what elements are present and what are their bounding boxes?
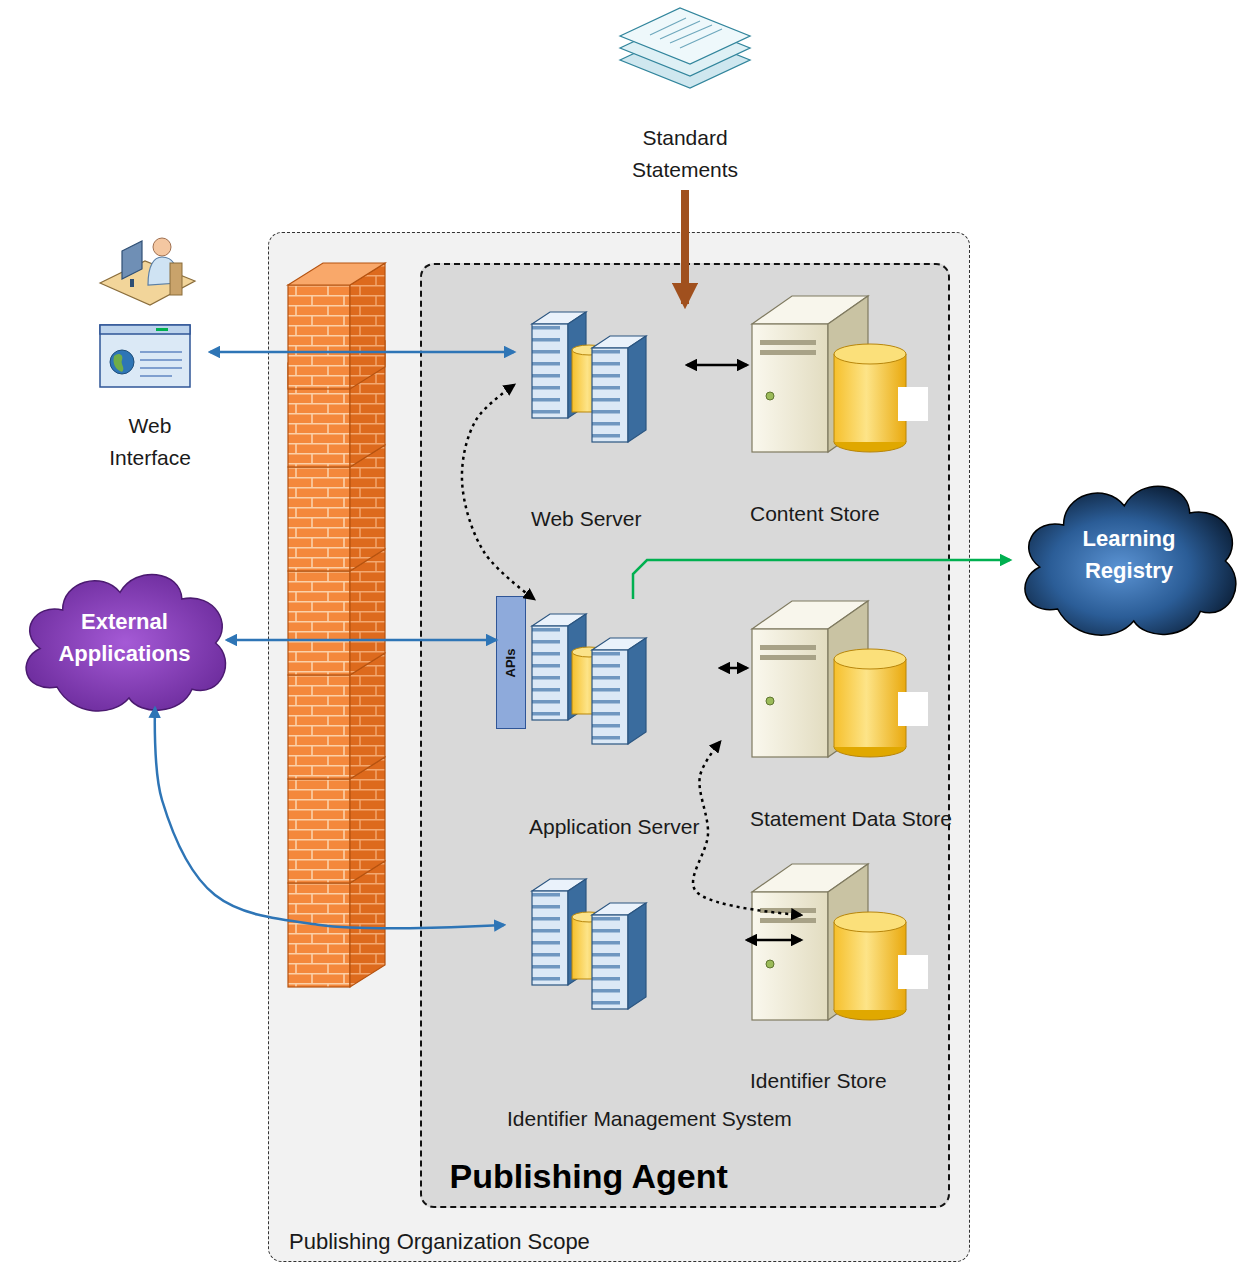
node-label: Identifier Management System <box>507 1103 794 1135</box>
database-server-icon <box>752 601 928 757</box>
document-stack-icon <box>620 8 750 88</box>
region-title: Publishing Organization Scope <box>289 1227 590 1257</box>
cloud-shape <box>1025 486 1236 635</box>
node-label: External Applications <box>45 606 205 670</box>
drawing-part <box>288 263 385 285</box>
connector <box>681 190 689 304</box>
firewall <box>288 263 385 987</box>
api-bar: APIs <box>496 596 526 729</box>
drawing-part <box>288 263 385 389</box>
drawing-part <box>100 325 190 387</box>
cloud-outline <box>12 555 237 720</box>
connector <box>687 364 747 367</box>
connector <box>693 742 801 915</box>
node-label: Application Server <box>529 811 701 843</box>
connector <box>633 560 1010 599</box>
database-server-icon <box>752 296 928 452</box>
connector <box>462 385 534 599</box>
drawing-part <box>110 350 134 374</box>
node-label: Web Server <box>531 503 644 535</box>
database-server-icon <box>752 864 928 1020</box>
drawing-part <box>122 241 142 279</box>
connector-group <box>155 190 1010 940</box>
web-server-icon <box>532 312 646 442</box>
drawing-part <box>620 8 750 64</box>
node-label: Content Store <box>750 498 882 530</box>
drawing-part <box>113 354 123 372</box>
connector <box>747 939 801 942</box>
node-label: Web Interface <box>95 410 205 474</box>
connector <box>720 667 747 670</box>
cloud-node: Learning Registry <box>1010 465 1248 645</box>
connector <box>155 708 504 928</box>
drawing-part <box>650 18 722 48</box>
node-label: Learning Registry <box>1059 523 1199 587</box>
connector <box>227 639 496 642</box>
node-label: Identifier Store <box>750 1065 889 1097</box>
application-server-icon <box>532 614 646 744</box>
region-title: Publishing Agent <box>450 1156 728 1196</box>
drawing-part <box>156 328 168 331</box>
drawing-part <box>170 263 182 295</box>
node-label: APIs <box>503 648 519 677</box>
user-at-desk-icon <box>100 238 195 305</box>
node-label: Standard Statements <box>620 122 750 186</box>
drawing-part <box>100 325 190 334</box>
drawing-part <box>153 238 171 256</box>
drawing-part <box>140 352 182 376</box>
identifier-server-icon <box>532 879 646 1009</box>
cloud-shape <box>26 574 225 711</box>
connector <box>210 351 514 354</box>
node-label: Statement Data Store <box>750 803 954 835</box>
cloud-node: External Applications <box>12 555 237 720</box>
drawing-part <box>130 279 134 287</box>
cloud-outline <box>1010 465 1248 645</box>
browser-window-icon <box>100 325 190 387</box>
